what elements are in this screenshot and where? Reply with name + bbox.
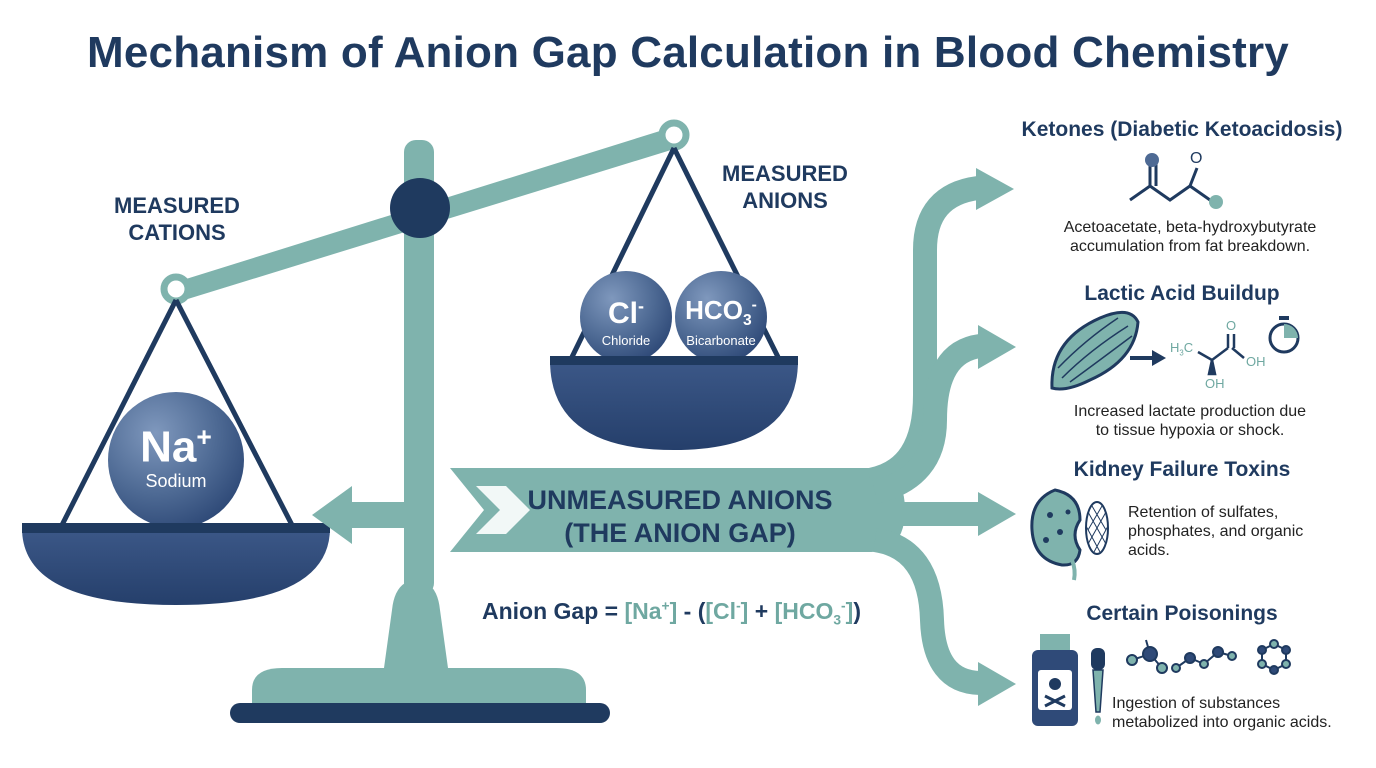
bicarbonate-charge: - — [751, 296, 757, 314]
arrow-to-lactic — [871, 334, 983, 504]
left-hook — [160, 273, 192, 305]
scale-pivot — [390, 178, 450, 238]
lactic-oh-label-2: OH — [1205, 376, 1225, 391]
bicarbonate-symbol: HCO — [685, 295, 743, 325]
molecule-icons — [1126, 639, 1291, 675]
lactic-h3c-label: H3C — [1170, 340, 1193, 358]
cause-kidney-title: Kidney Failure Toxins — [1073, 458, 1291, 481]
cause-poisoning-desc-line1: Ingestion of substances — [1112, 695, 1281, 712]
muscle-icon — [1050, 310, 1140, 391]
gap-line1: UNMEASURED ANIONS — [527, 485, 833, 515]
formula-cl: [Cl-] — [705, 598, 748, 624]
cause-ketones-desc-line2: accumulation from fat breakdown. — [1069, 238, 1311, 255]
cause-kidney-desc-line1: Retention of sulfates, — [1128, 504, 1279, 521]
scale-base — [252, 668, 586, 703]
formula-na-text: [Na — [624, 598, 662, 624]
formula-close: ) — [853, 598, 861, 624]
cause-ketones-desc-line1: Acetoacetate, beta-hydroxybutyrate — [1063, 219, 1317, 236]
lactic-oh-label-1: OH — [1246, 354, 1266, 369]
lactic-o-label: O — [1226, 318, 1237, 333]
cause-poisoning-desc: Ingestion of substances metabolized into… — [1112, 694, 1362, 732]
scale-pillar — [404, 140, 434, 595]
cause-kidney-desc-line3: acids. — [1128, 542, 1170, 559]
arrow-to-poisoning — [872, 528, 982, 695]
sodium-symbol: Na — [140, 422, 197, 472]
kidney-icon — [1030, 488, 1109, 581]
lactic-h3c-c: C — [1183, 340, 1194, 355]
chloride-ion: Cl- Chloride — [584, 297, 668, 347]
measured-cations-label: MEASURED CATIONS — [92, 192, 262, 246]
anion-pan — [550, 146, 798, 450]
anion-gap-formula: Anion Gap = [Na+] - ([Cl-] + [HCO3-]) — [482, 598, 861, 628]
chloride-name: Chloride — [601, 333, 651, 348]
cause-lactic-title: Lactic Acid Buildup — [1084, 282, 1280, 305]
anion-pan-dish — [550, 360, 798, 450]
anions-label-line2: ANIONS — [742, 188, 828, 213]
cause-ketones-title: Ketones (Diabetic Ketoacidosis) — [1021, 118, 1343, 141]
measured-anions-label: MEASURED ANIONS — [700, 160, 870, 214]
formula-lhs: Anion Gap = — [482, 598, 625, 624]
gap-flow-arrows — [450, 168, 1016, 706]
chloride-symbol: Cl — [608, 297, 638, 330]
formula-na: [Na+] — [624, 598, 677, 624]
chloride-charge: - — [638, 296, 644, 316]
cause-kidney-desc-line2: phosphates, and organic — [1128, 523, 1304, 540]
balance-scale — [160, 119, 690, 723]
left-arrow — [312, 486, 420, 544]
ketone-structure-icon — [1129, 153, 1223, 209]
gap-line2: (THE ANION GAP) — [564, 518, 796, 548]
formula-cl-close: ] — [740, 598, 749, 624]
formula-plus: + — [748, 598, 775, 624]
scale-base-bar — [230, 703, 610, 723]
ketone-oxygen-label: O — [1190, 150, 1203, 167]
formula-hco-subscript: 3 — [833, 612, 842, 628]
gap-banner — [450, 468, 905, 552]
sodium-name: Sodium — [145, 470, 207, 491]
cause-lactic-desc: Increased lactate production due to tiss… — [1030, 402, 1350, 440]
cations-label-line1: MEASURED — [114, 193, 240, 218]
sodium-charge: + — [196, 422, 212, 452]
lactic-h3c-sub: 3 — [1179, 348, 1184, 358]
formula-na-close: ] — [669, 598, 678, 624]
cations-label-line2: CATIONS — [128, 220, 226, 245]
formula-hco-close: ] — [845, 598, 854, 624]
bicarbonate-subscript: 3 — [742, 312, 752, 330]
stopwatch-icon — [1268, 316, 1300, 354]
anions-label-line1: MEASURED — [722, 161, 848, 186]
chloride-ball — [580, 271, 672, 363]
bicarbonate-ion: HCO3- Bicarbonate — [675, 297, 767, 347]
formula-hco: [HCO3-] — [774, 598, 854, 628]
formula-cl-text: [Cl — [705, 598, 737, 624]
lactic-acid-structure-icon — [1197, 334, 1245, 376]
bicarbonate-name: Bicarbonate — [686, 332, 756, 348]
cation-pan-dish — [22, 528, 330, 605]
cation-pan — [22, 298, 330, 605]
formula-na-charge: + — [661, 598, 670, 614]
bicarbonate-ball — [675, 271, 767, 363]
cause-lactic-desc-line2: to tissue hypoxia or shock. — [1095, 422, 1285, 439]
cause-lactic-desc-line1: Increased lactate production due — [1073, 403, 1307, 420]
formula-hco-charge: - — [841, 598, 846, 614]
formula-cl-charge: - — [736, 598, 741, 614]
formula-hco-text: [HCO — [774, 598, 834, 624]
lactic-h3c-h: H — [1170, 340, 1180, 355]
cause-kidney-desc: Retention of sulfates, phosphates, and o… — [1128, 503, 1358, 560]
sodium-ion: Na+ Sodium — [116, 424, 236, 490]
cause-poisoning-desc-line2: metabolized into organic acids. — [1112, 714, 1332, 731]
cause-poisoning-title: Certain Poisonings — [1086, 602, 1278, 625]
anion-gap-banner-text: UNMEASURED ANIONS (THE ANION GAP) — [500, 484, 860, 550]
scale-pedestal — [384, 583, 448, 668]
muscle-arrow-icon — [1130, 350, 1166, 366]
right-hook — [658, 119, 690, 151]
page-title: Mechanism of Anion Gap Calculation in Bl… — [87, 28, 1289, 77]
poison-bottle-icon — [1032, 634, 1078, 726]
formula-minus: - ( — [677, 598, 706, 624]
cause-ketones-desc: Acetoacetate, beta-hydroxybutyrate accum… — [1030, 218, 1350, 256]
sodium-ball — [108, 392, 244, 528]
dropper-icon — [1091, 648, 1105, 725]
